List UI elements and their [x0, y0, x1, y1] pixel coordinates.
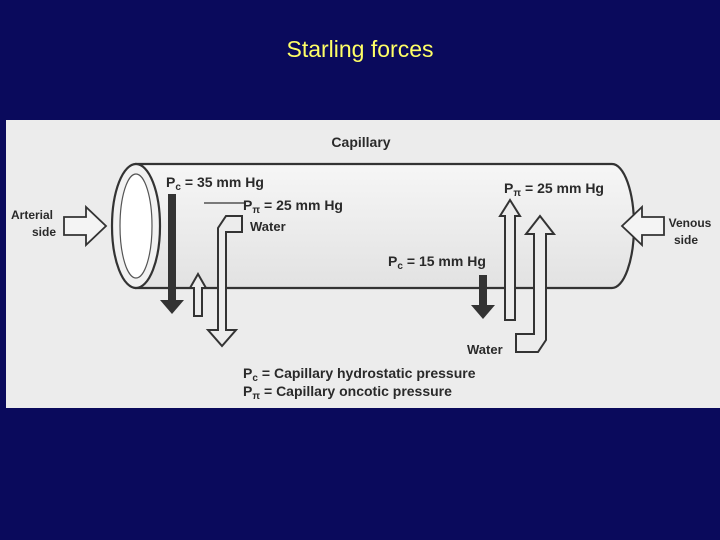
left-pc-down-arrow: [160, 194, 184, 314]
slide-title: Starling forces: [286, 36, 434, 62]
left-ppi-label: Pπ= 25 mm Hg: [243, 197, 343, 216]
arterial-label-line1: Arterial: [11, 208, 53, 222]
arterial-label-line2: side: [32, 225, 56, 239]
right-ppi-label: Pπ= 25 mm Hg: [504, 180, 604, 199]
venous-label-line1: Venous: [669, 216, 712, 230]
legend-pc: Pc= Capillary hydrostatic pressure: [243, 365, 476, 384]
right-water-label: Water: [467, 342, 503, 357]
starling-diagram: Capillary Arterial side Venous side Pc= …: [6, 120, 720, 408]
venous-outflow-arrow: [620, 204, 665, 248]
right-water-in-arrow: [515, 214, 557, 353]
left-water-label: Water: [250, 219, 286, 234]
legend-ppi: Pπ= Capillary oncotic pressure: [243, 383, 452, 402]
left-ppi-up-arrow: [188, 271, 208, 317]
arterial-inflow-arrow: [63, 204, 108, 248]
right-pc-label: Pc= 15 mm Hg: [388, 253, 486, 272]
left-pc-label: Pc= 35 mm Hg: [166, 174, 264, 193]
venous-label-line2: side: [674, 233, 698, 247]
diagram-svg: Capillary Arterial side Venous side Pc= …: [11, 134, 712, 402]
right-pc-down-arrow: [471, 275, 495, 319]
capillary-label: Capillary: [331, 134, 390, 150]
left-water-out-arrow: [205, 215, 243, 348]
right-ppi-up-arrow: [498, 198, 522, 321]
